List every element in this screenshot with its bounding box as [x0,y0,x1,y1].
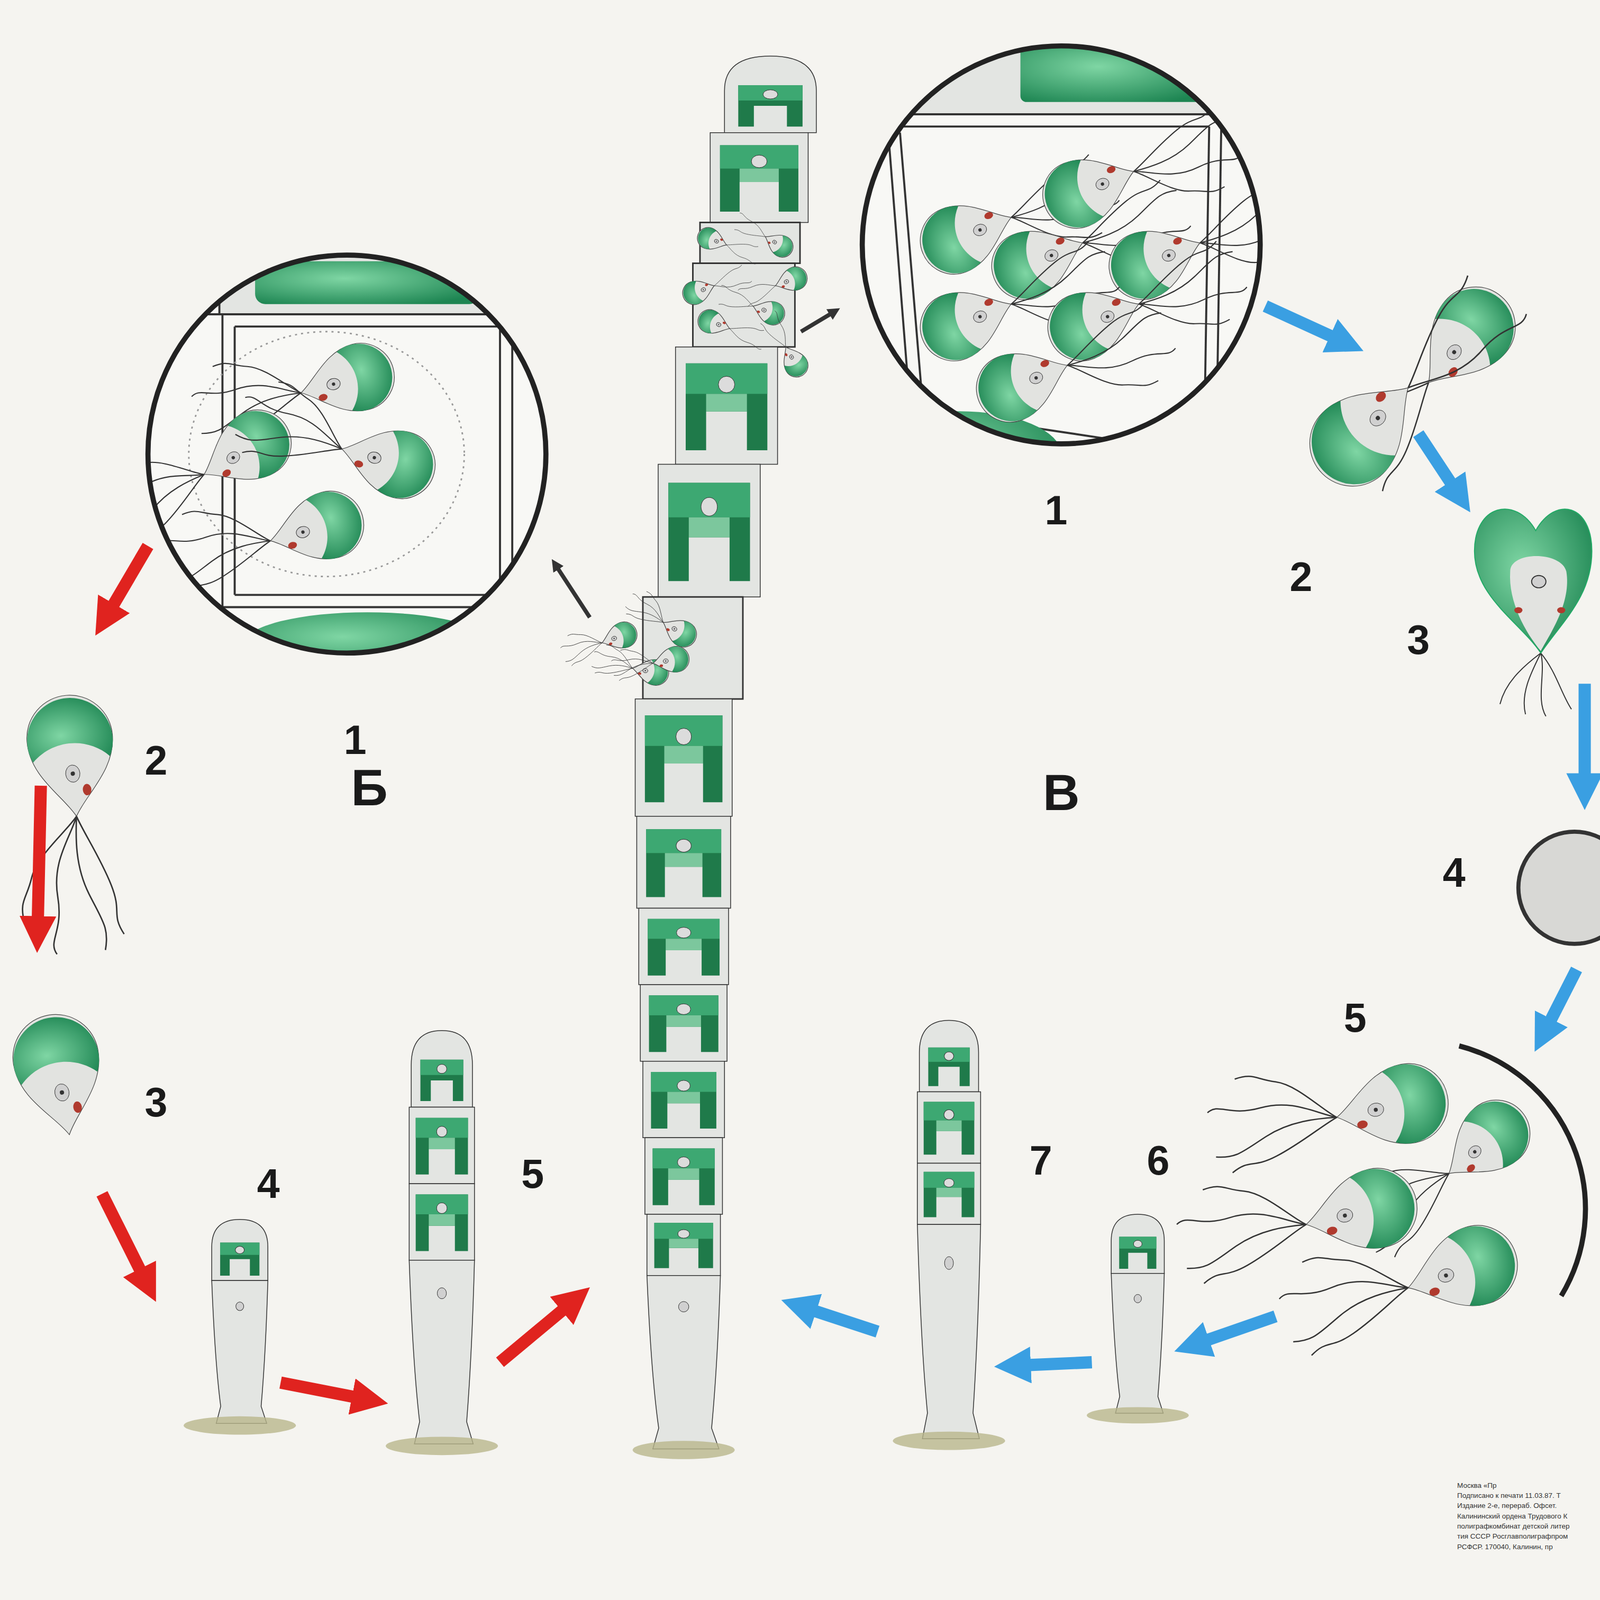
imprint-line: Москва «Пр [1457,1481,1497,1489]
zygote-motile [1474,508,1593,717]
stage-number: 7 [1029,1139,1053,1181]
imprint-line: Подписано к печати 11.03.87. Т [1457,1492,1561,1500]
zoospore [4,691,132,957]
stage-number: 2 [144,739,168,781]
zygote [1518,831,1600,944]
stage-number: 6 [1146,1139,1170,1181]
stage-number: 1 [1044,489,1068,531]
stage-number: 1 [343,719,367,761]
stage-number: 3 [144,1081,168,1123]
young-filaments [183,1020,1189,1456]
imprint-line: Калининский ордена Трудового К [1457,1512,1568,1520]
gametangium-detail [857,30,1317,497]
filament [557,56,817,1460]
imprint-line: полиграфкомбинат детской литер [1457,1522,1570,1530]
stage-number: 4 [1442,851,1466,893]
group-letter: Б [350,762,388,814]
zygote-germination [1170,1039,1586,1365]
imprint-line: тия СССР Росглавполиграфпром [1457,1532,1568,1541]
imprint-line: Издание 2-е, перераб. Офсет. [1457,1502,1557,1510]
stage-number: 3 [1406,619,1430,661]
group-letter: В [1042,767,1080,818]
stage-number: 5 [521,1152,544,1194]
stage-number: 5 [1343,996,1367,1038]
stage-number: 4 [257,1163,280,1205]
settled-zoospore [6,1007,112,1142]
zoosporangium-detail [87,234,572,674]
stage-number: 2 [1289,556,1313,597]
imprint-line: РСФСР. 170040, Калинин, пр [1457,1542,1553,1551]
cycle-arrows [37,306,1585,1399]
gamete [1292,261,1535,504]
